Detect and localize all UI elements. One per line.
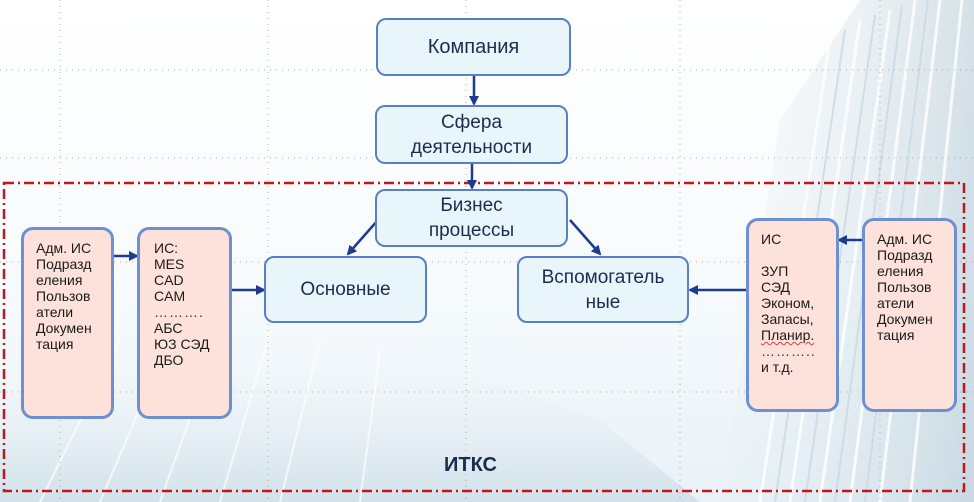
node-activity: Сфера деятельности	[375, 105, 568, 164]
node-auxiliary-label: Вспомогатель ные	[541, 266, 665, 313]
right-is-line: ЗУП	[761, 263, 789, 279]
right-admin-line: Пользов	[877, 279, 932, 295]
right-admin-box: Адм. ИС Подразд еления Пользов атели Док…	[862, 218, 957, 412]
left-admin-line: еления	[36, 272, 83, 288]
node-business-label: Бизнес процессы	[428, 195, 515, 241]
right-admin-line: Докумен	[877, 311, 933, 327]
left-admin-box: Адм. ИС Подразд еления Пользов атели Док…	[21, 227, 114, 419]
left-is-line: MES	[154, 256, 185, 272]
right-is-line: Эконом,	[761, 295, 815, 311]
node-activity-label: Сфера деятельности	[410, 111, 533, 158]
right-admin-line: атели	[877, 295, 915, 311]
left-is-line: ИС:	[154, 240, 179, 256]
right-is-spacer	[761, 247, 830, 263]
node-main-label: Основные	[300, 279, 391, 300]
left-is-line: АБС	[154, 320, 183, 336]
left-admin-line: тация	[36, 336, 74, 352]
node-company-label: Компания	[427, 35, 520, 58]
node-main: Основные	[264, 256, 427, 323]
right-admin-line: Адм. ИС	[877, 231, 933, 247]
right-admin-line: еления	[877, 263, 924, 279]
right-is-line: Планир.	[761, 327, 815, 343]
left-admin-line: Докумен	[36, 320, 92, 336]
left-is-line: ЮЗ СЭД	[154, 336, 210, 352]
right-is-line: Запасы,	[761, 311, 814, 327]
left-is-dots: ……….	[154, 304, 204, 320]
itks-label: ИТКС	[444, 454, 497, 476]
right-is-box: ИС ЗУП СЭД Эконом, Запасы, Планир. ………..…	[746, 218, 839, 412]
right-is-line: СЭД	[761, 279, 791, 295]
left-admin-line: атели	[36, 304, 74, 320]
left-is-line: CAM	[154, 288, 186, 304]
left-admin-line: Пользов	[36, 288, 91, 304]
right-is-dots: ………..	[761, 343, 816, 359]
right-is-line: ИС	[761, 231, 782, 247]
right-admin-line: Подразд	[877, 247, 933, 263]
right-admin-line: тация	[877, 327, 915, 343]
left-admin-line: Адм. ИС	[36, 240, 92, 256]
left-is-line: ДБО	[154, 352, 184, 368]
left-is-line: CAD	[154, 272, 184, 288]
right-is-line: и т.д.	[761, 359, 794, 375]
left-admin-line: Подразд	[36, 256, 92, 272]
node-business: Бизнес процессы	[375, 189, 568, 247]
node-auxiliary: Вспомогатель ные	[517, 256, 689, 323]
node-company: Компания	[376, 18, 571, 76]
left-is-box: ИС: MES CAD CAM ………. АБС ЮЗ СЭД ДБО	[137, 227, 232, 419]
